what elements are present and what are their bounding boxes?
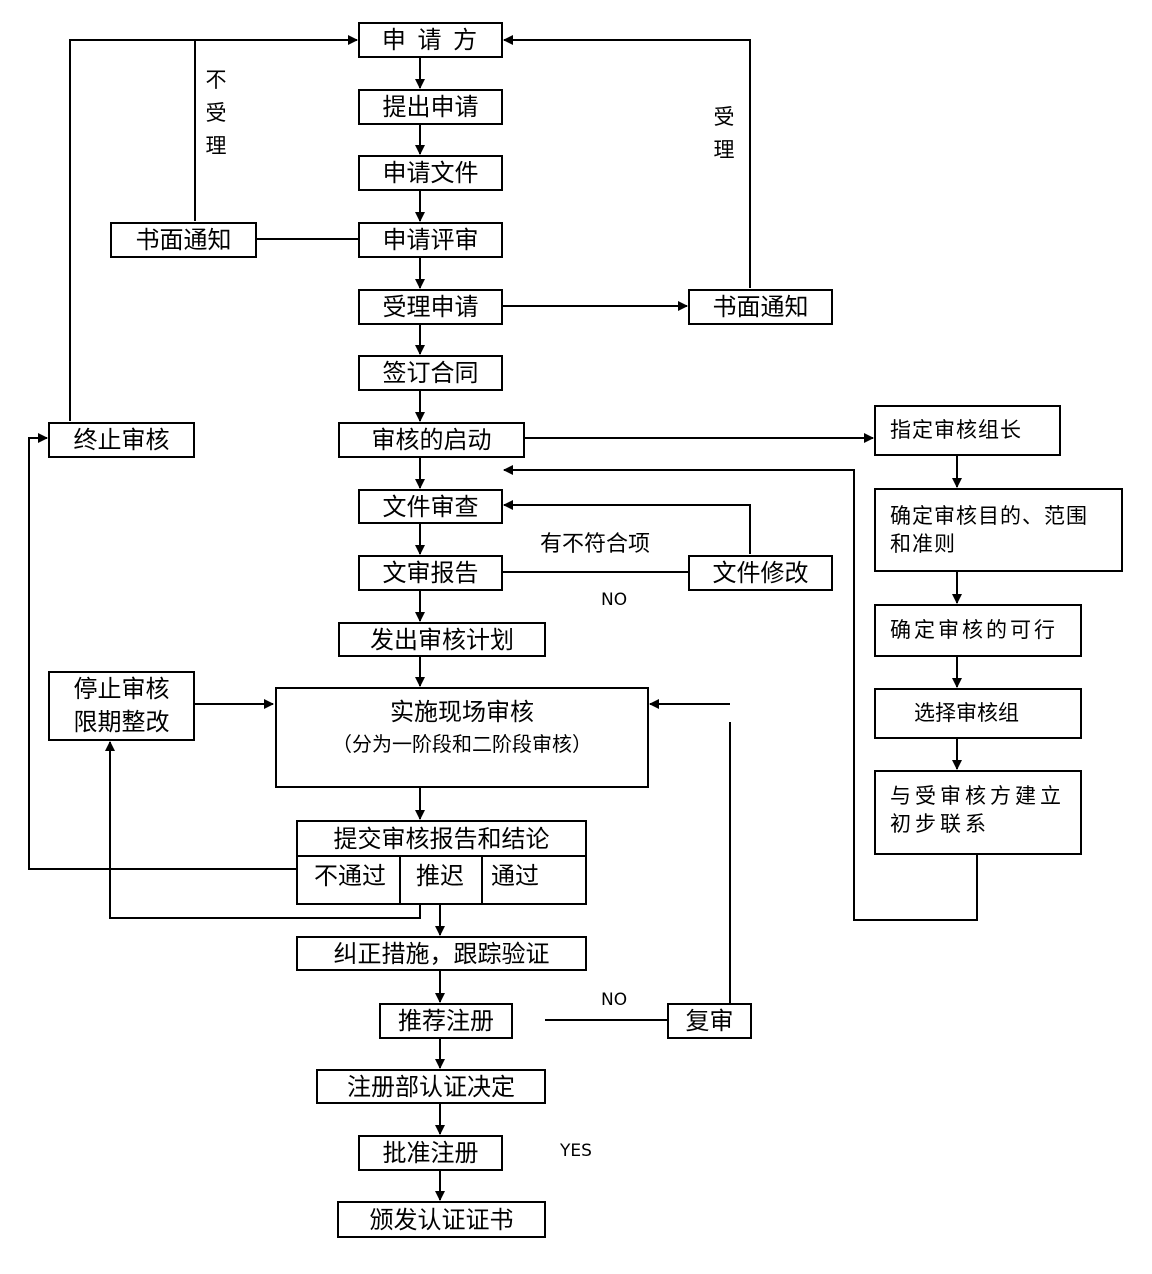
no-label-docs: NO [601,590,628,610]
accept-application-box: 受理申请 [358,289,503,325]
arrow-fail-to-terminate [28,433,296,870]
arrow-notice-to-applicant [503,35,751,288]
submit-report-title: 提交审核报告和结论 [333,824,550,853]
issue-plan-box: 发出审核计划 [338,622,546,657]
recommend-registration-box: 推荐注册 [379,1003,513,1039]
terminate-audit-box: 终止审核 [48,422,195,458]
arrow-terminate-to-applicant [69,35,358,421]
accepted-char-2: 理 [713,138,735,162]
nonconformity-label: 有不符合项 [540,532,651,557]
doc-report-box: 文审报告 [358,555,503,591]
stop-audit-box: 停止审核 限期整改 [48,671,195,741]
stop-audit-line1: 停止审核 [73,675,170,703]
result-postpone: 推迟 [416,862,464,890]
onsite-audit-title: 实施现场审核 [390,698,534,726]
issue-certificate-box: 颁发认证证书 [337,1201,546,1238]
onsite-audit-box: 实施现场审核 （分为一阶段和二阶段审核） [275,687,649,788]
written-notice-right-box: 书面通知 [688,289,833,325]
define-scope-box: 确定审核目的、范围和准则 [874,488,1123,572]
arrow-contact-return [503,465,978,921]
no-label-rereview: NO [601,990,628,1010]
submit-report-box: 提交审核报告和结论 不通过 推迟 通过 [296,820,587,905]
application-review-box: 申请评审 [358,222,503,258]
registration-decision-box: 注册部认证决定 [316,1069,546,1104]
select-team-box: 选择审核组 [874,688,1082,739]
not-accepted-char-3: 理 [205,134,227,158]
submit-application-box: 提出申请 [358,89,503,125]
re-review-box: 复审 [667,1003,752,1039]
doc-revision-box: 文件修改 [688,555,833,591]
approve-registration-box: 批准注册 [358,1135,503,1171]
result-pass: 通过 [491,862,539,890]
result-fail: 不通过 [314,862,386,890]
accepted-label: 受 理 [712,101,736,167]
arrow-revision-to-docreview [503,500,751,554]
contact-box: 与受审核方建立初步联系 [874,770,1082,855]
yes-label: YES [560,1141,592,1161]
applicant-box: 申 请 方 [358,22,503,58]
corrective-action-box: 纠正措施，跟踪验证 [296,936,587,971]
arrow-postpone-to-stop [105,741,421,919]
not-accepted-char-1: 不 [205,68,227,92]
doc-review-box: 文件审查 [358,489,503,524]
onsite-audit-subtitle: （分为一阶段和二阶段审核） [332,732,592,756]
application-docs-box: 申请文件 [358,155,503,191]
stop-audit-line2: 限期整改 [73,708,170,736]
audit-start-box: 审核的启动 [338,422,525,458]
sign-contract-box: 签订合同 [358,355,503,391]
not-accepted-char-2: 受 [205,101,227,125]
accepted-char-1: 受 [713,105,735,129]
not-accepted-label: 不 受 理 [204,64,228,163]
written-notice-left-box: 书面通知 [110,222,257,258]
feasibility-box: 确定审核的可行 [874,604,1082,657]
assign-leader-box: 指定审核组长 [874,405,1061,456]
